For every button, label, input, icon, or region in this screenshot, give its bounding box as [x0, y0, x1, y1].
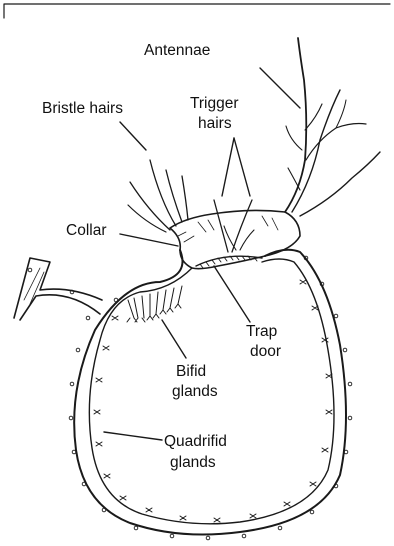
collar-region [170, 210, 300, 268]
trap-door-label-line2: door [250, 343, 281, 360]
trigger-hairs-leader-right [234, 138, 250, 196]
trap-door-label-line1: Trap [246, 323, 277, 340]
quadrifid-glands-leader [104, 432, 162, 440]
collar-leader [120, 234, 178, 246]
antennae-label: Antennae [144, 42, 210, 59]
bristle-hairs [128, 160, 188, 232]
quadrifid-glands-label-line2: glands [170, 454, 216, 471]
trigger-hairs-label-line2: hairs [198, 115, 232, 132]
antennae [285, 38, 380, 216]
bifid-glands-label-line1: Bifid [176, 363, 206, 380]
trigger-hairs-leader-left [222, 138, 234, 196]
frame-corner [4, 4, 390, 18]
bifid-glands-label-line2: glands [172, 383, 218, 400]
stalk [14, 258, 102, 320]
bifid-glands [127, 286, 182, 322]
trigger-hairs-label-line1: Trigger [190, 95, 239, 112]
quadrifid-glands [94, 280, 332, 522]
antennae-leader [260, 68, 300, 108]
bifid-glands-leader [162, 320, 186, 358]
trap-door-leader [214, 266, 250, 322]
bristle-hairs-leader [120, 122, 146, 150]
quadrifid-glands-label-line1: Quadrifid [164, 433, 227, 450]
collar-label: Collar [66, 222, 106, 239]
trigger-hairs [214, 200, 254, 252]
trap-door [196, 256, 262, 268]
bristle-hairs-label: Bristle hairs [42, 100, 123, 117]
